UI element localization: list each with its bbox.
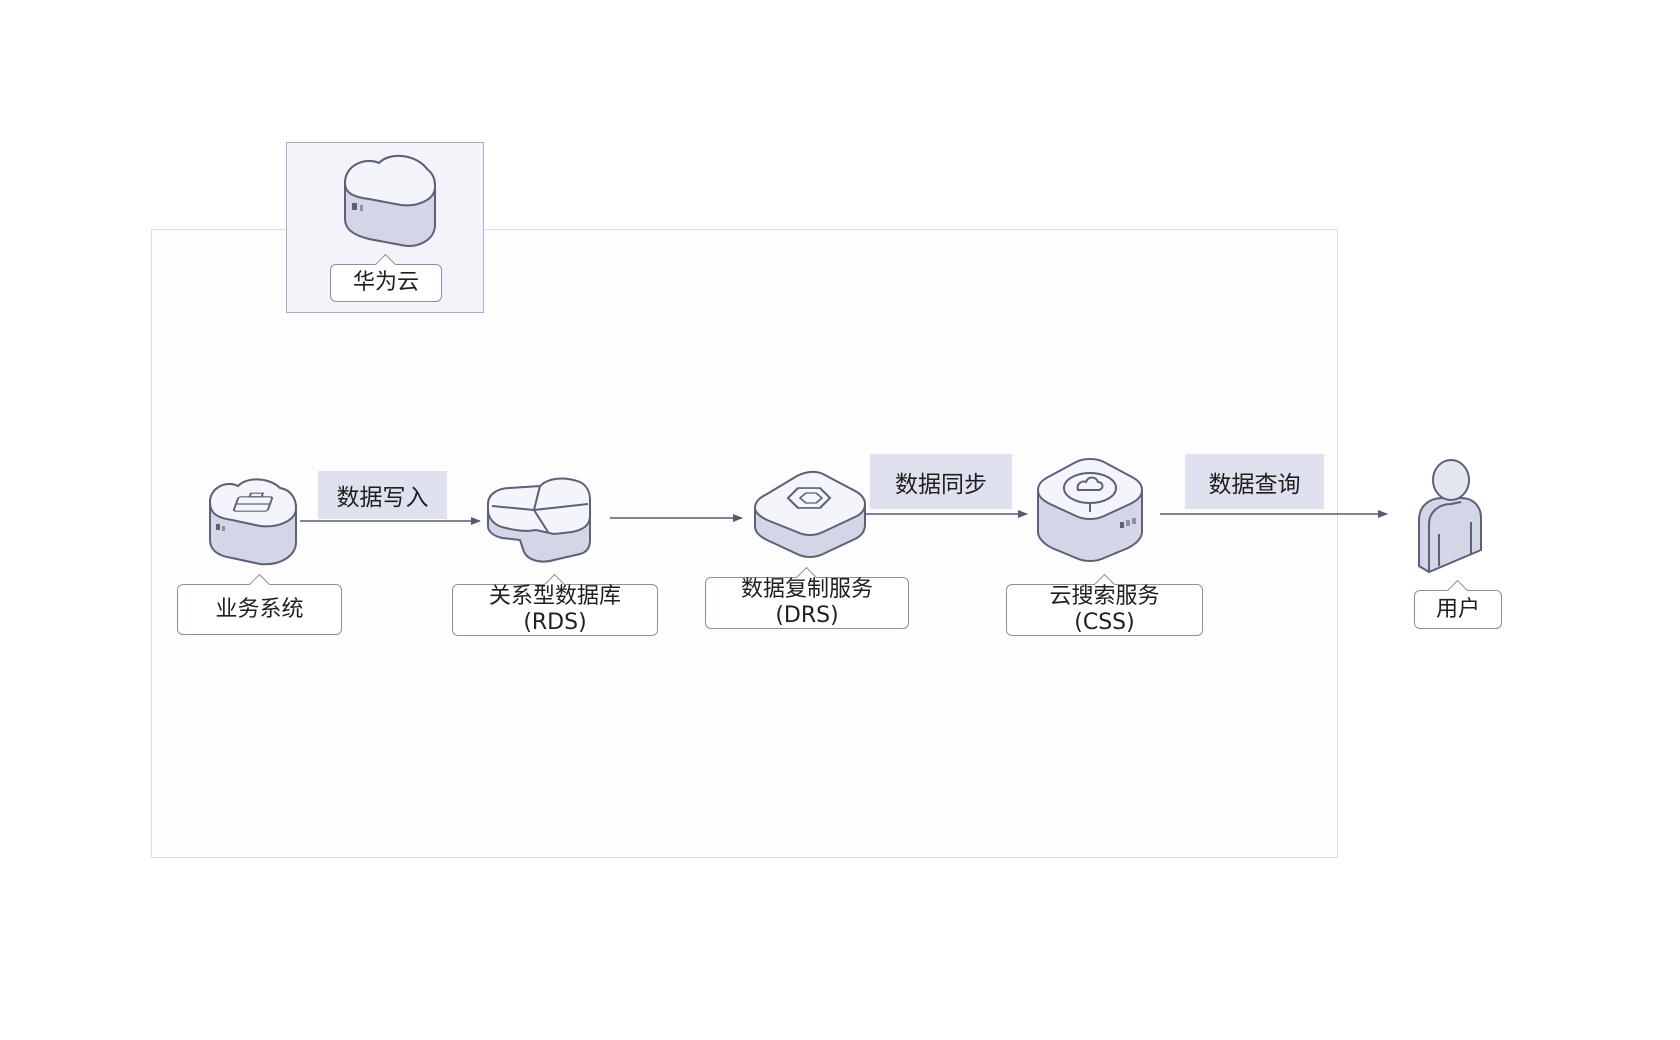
cloud-label: 华为云	[330, 253, 442, 302]
drs-label: 数据复制服务 (DRS)	[705, 566, 909, 629]
rds-database-icon	[484, 476, 594, 566]
drs-replication-icon	[753, 462, 869, 562]
user-label: 用户	[1414, 579, 1502, 629]
data-sync-tag: 数据同步	[870, 454, 1012, 509]
cloud-icon	[339, 153, 437, 249]
data-write-tag: 数据写入	[318, 471, 447, 519]
css-search-icon	[1036, 456, 1144, 562]
business-system-icon	[208, 478, 298, 568]
huawei-cloud-box: 华为云	[286, 142, 484, 313]
cloud-region	[151, 229, 1338, 858]
data-query-tag: 数据查询	[1185, 454, 1324, 509]
business-system-label: 业务系统	[177, 573, 342, 635]
user-icon	[1413, 458, 1483, 574]
rds-label: 关系型数据库 (RDS)	[452, 573, 658, 636]
css-label: 云搜索服务 (CSS)	[1006, 573, 1203, 636]
